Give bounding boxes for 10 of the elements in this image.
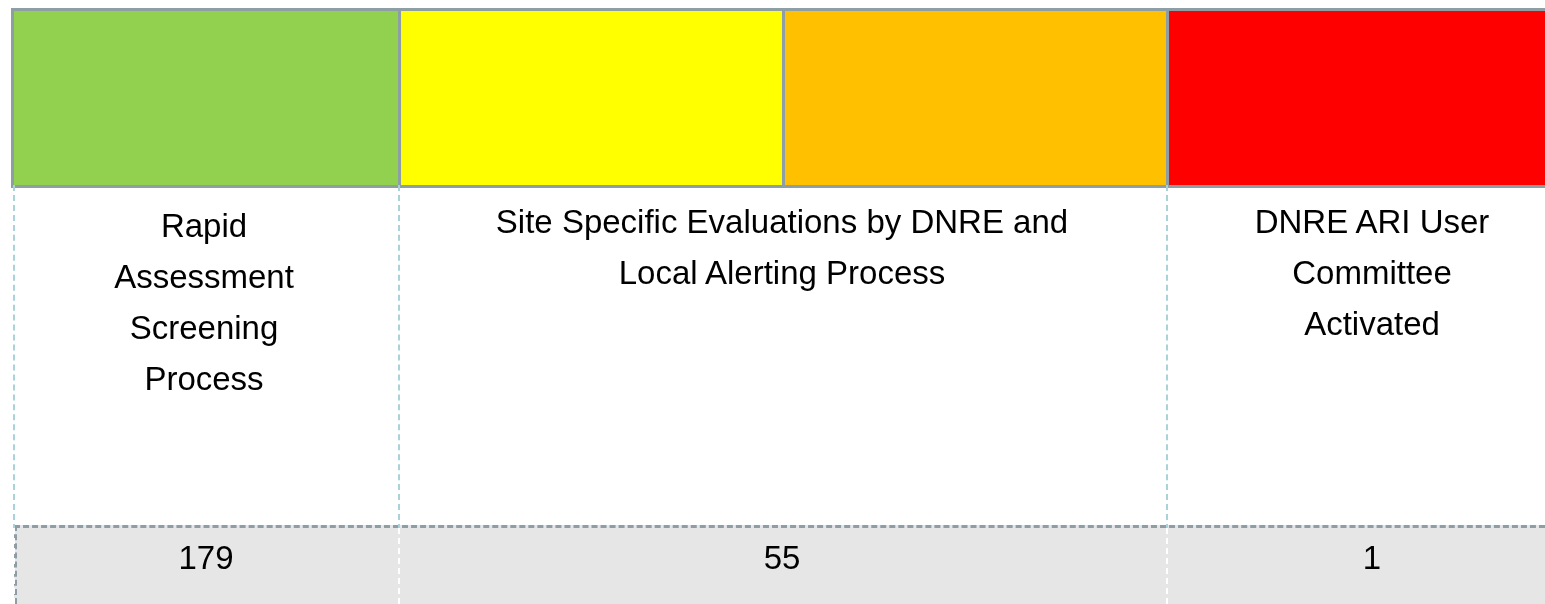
count-value: 179 <box>177 538 235 578</box>
stage-bar <box>782 8 1169 188</box>
stage-bar <box>398 8 785 188</box>
stage-label: Rapid Assessment Screening Process <box>113 206 295 399</box>
count-value: 1 <box>1361 538 1383 578</box>
stage-bar <box>11 8 401 188</box>
count-value: 55 <box>762 538 802 578</box>
stage-bar <box>1166 8 1545 188</box>
stage-label: DNRE ARI User Committee Activated <box>1253 202 1491 344</box>
stage-label: Site Specific Evaluations by DNRE and Local Alerting Process <box>494 202 1070 293</box>
